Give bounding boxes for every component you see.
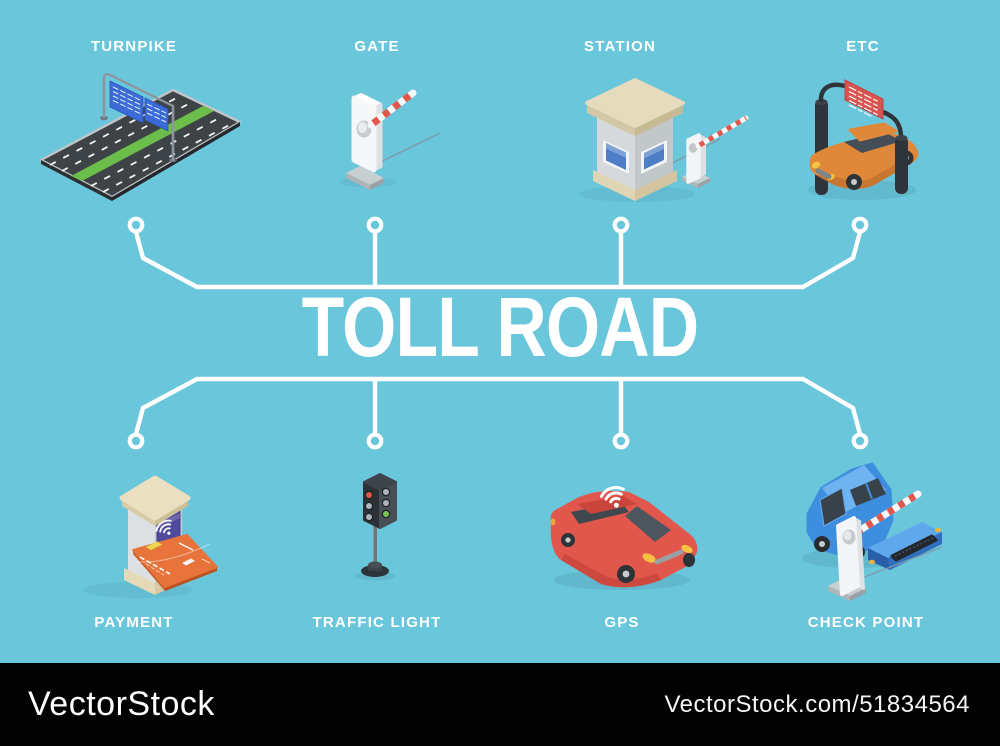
label-station: STATION (583, 38, 657, 55)
item-gate (318, 76, 443, 203)
item-etc (798, 66, 943, 213)
label-check-point: CHECK POINT (807, 614, 925, 631)
gate-barrier-icon (340, 89, 441, 190)
connector-top (133, 229, 863, 290)
credit-card (132, 534, 218, 591)
label-etc: ETC (846, 38, 880, 55)
gps-signal-icon (599, 486, 625, 508)
item-traffic-light (338, 468, 422, 593)
payment-kiosk-icon (83, 475, 218, 598)
overhead-signs (109, 80, 169, 132)
checkpoint-barrier (828, 490, 922, 601)
check-point-icon (802, 462, 943, 601)
image-credit-url: VectorStock.com/51834564 (664, 690, 970, 718)
sign-poles (100, 73, 177, 163)
gps-car-icon (550, 486, 698, 590)
mini-barrier-arm (695, 115, 749, 149)
label-traffic-light: TRAFFIC LIGHT (312, 614, 442, 631)
station-booth-icon (579, 78, 749, 202)
signal-lamps (364, 487, 391, 522)
item-payment (58, 456, 223, 603)
etc-car (809, 122, 919, 190)
label-payment: PAYMENT (94, 614, 174, 631)
connector-bottom (133, 376, 863, 437)
connector-node-rings (127, 216, 869, 450)
etc-gantry-car-icon (808, 79, 919, 200)
label-turnpike: TURNPIKE (90, 38, 178, 55)
watermark-bar: VectorStock VectorStock.com/51834564 (0, 663, 1000, 746)
page-title: TOLL ROAD (301, 280, 699, 374)
vectorstock-logo: VectorStock (28, 685, 215, 723)
turnpike-road-icon (39, 73, 242, 201)
traffic-light-icon (355, 473, 397, 581)
gps-car (550, 490, 698, 588)
item-check-point (792, 452, 948, 609)
barrier-arm (367, 89, 417, 129)
etc-sign (844, 79, 884, 120)
item-station (552, 70, 752, 210)
item-gps (537, 460, 707, 597)
label-gate: GATE (354, 38, 400, 55)
median-strip (71, 106, 214, 181)
item-turnpike (34, 60, 244, 215)
title-wrap: TOLL ROAD (0, 280, 1000, 374)
label-gps: GPS (604, 614, 640, 631)
contactless-icon (155, 519, 172, 535)
